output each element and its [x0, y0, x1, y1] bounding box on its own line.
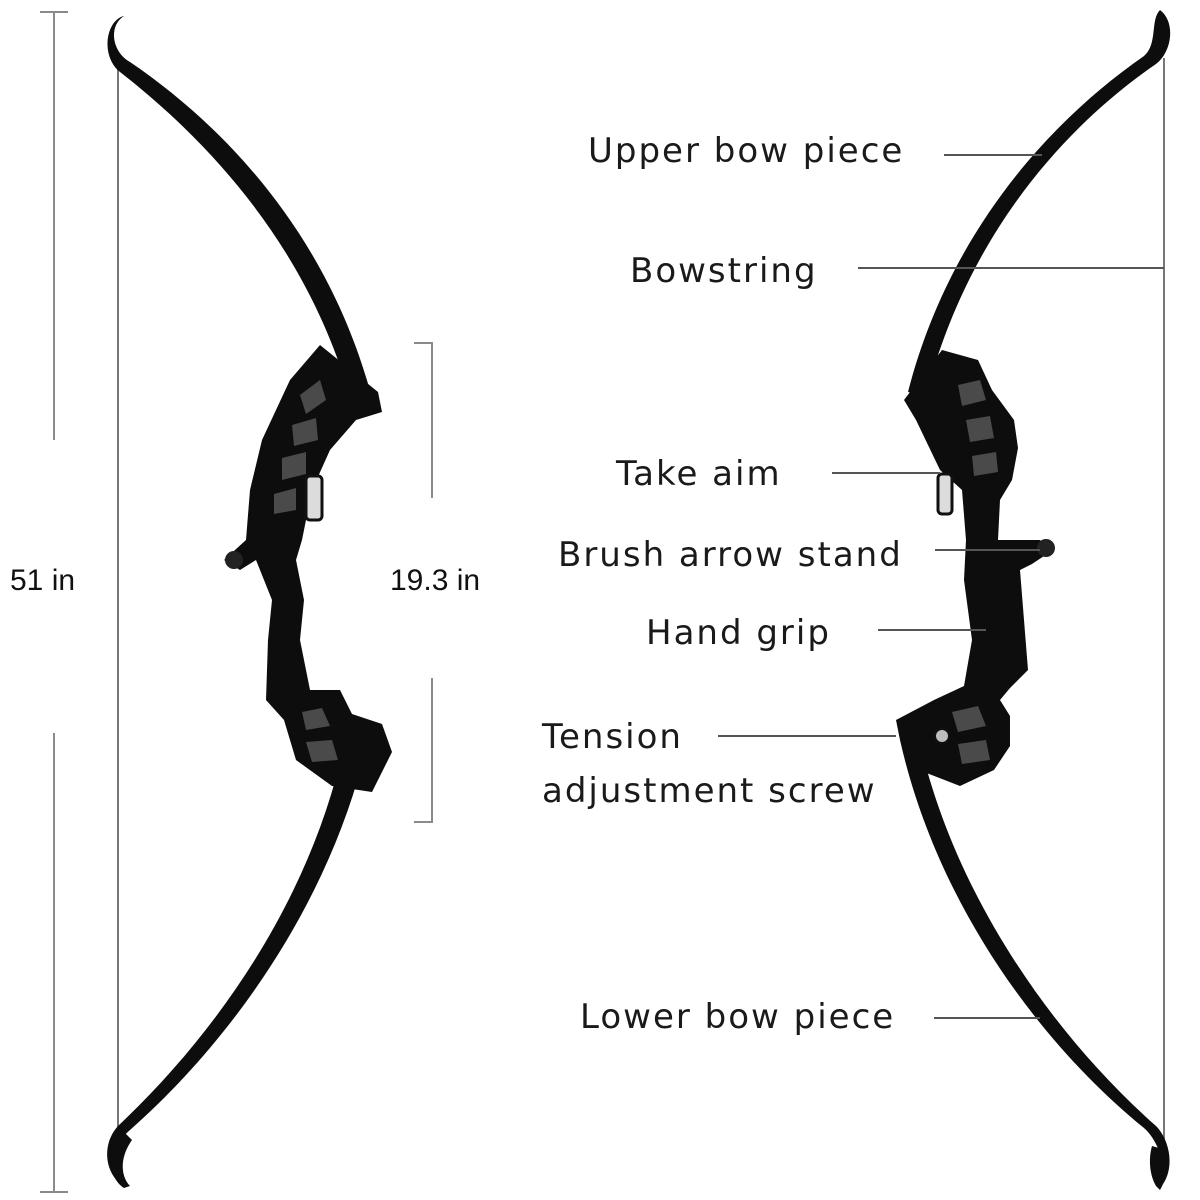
tension-screw-icon — [934, 728, 950, 744]
label-lower-bow-piece: Lower bow piece — [580, 997, 895, 1037]
riser-dimension — [414, 342, 433, 823]
left-riser-cutouts — [274, 380, 338, 762]
overall-length-label: 51 in — [10, 564, 75, 597]
label-adjustment-screw: adjustment screw — [542, 771, 877, 811]
left-arrow-rest — [225, 551, 243, 569]
label-bowstring: Bowstring — [630, 251, 818, 291]
left-sight — [304, 474, 324, 522]
leader-lines — [718, 154, 1164, 1019]
overall-dimension — [40, 11, 68, 1193]
label-tension: Tension — [541, 717, 683, 757]
right-riser-cutouts — [952, 380, 998, 764]
riser-dimension-upper-bracket — [414, 342, 433, 498]
left-bow — [107, 16, 392, 1188]
left-upper-limb — [107, 16, 372, 404]
riser-length-label: 19.3 in — [390, 564, 480, 597]
label-hand-grip: Hand grip — [646, 613, 831, 653]
right-upper-limb — [908, 10, 1171, 396]
right-riser — [896, 350, 1050, 786]
riser-dimension-lower-bracket — [414, 678, 433, 823]
label-brush-arrow-stand: Brush arrow stand — [558, 535, 903, 575]
right-lower-limb — [900, 734, 1170, 1188]
right-bow — [896, 10, 1171, 1190]
label-upper-bow-piece: Upper bow piece — [588, 131, 904, 171]
left-lower-limb — [107, 736, 369, 1186]
left-lower-tip — [110, 1130, 132, 1188]
right-sight — [936, 472, 954, 516]
left-riser — [224, 345, 392, 792]
right-arrow-rest — [1037, 539, 1055, 557]
label-take-aim: Take aim — [615, 454, 782, 494]
right-lower-tip — [1149, 1146, 1167, 1190]
